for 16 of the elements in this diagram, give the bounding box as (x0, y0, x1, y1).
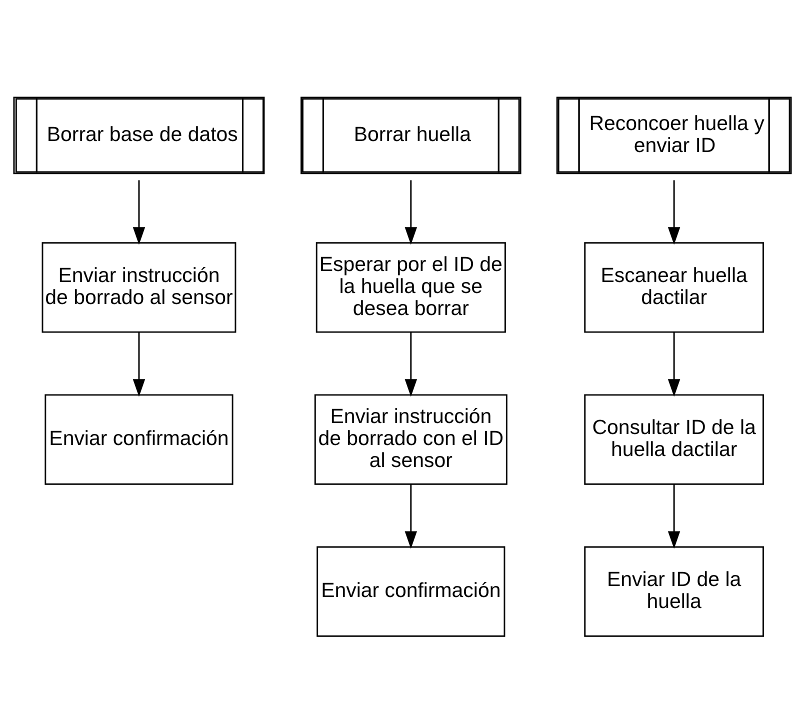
arrow (404, 180, 418, 244)
node-box: Enviar instrucción de borrado al sensor (42, 242, 236, 332)
arrow (668, 180, 680, 244)
node-box: Enviar confirmación (316, 546, 506, 636)
node-box: Esperar por el ID de la huella que se desea borrar (316, 242, 506, 332)
arrow (668, 484, 680, 548)
arrow (404, 484, 418, 548)
arrow (404, 332, 418, 396)
arrow (668, 332, 680, 396)
node-box: Enviar instrucción de borrado con el ID al sensor (314, 394, 508, 484)
arrow (132, 180, 146, 244)
arrow (132, 332, 146, 396)
node-box: Consultar ID de la huella dactilar (584, 394, 764, 484)
node-box: Enviar ID de la huella (584, 546, 764, 636)
node-box: Enviar confirmación (44, 394, 234, 484)
node-box: Escanear huella dactilar (584, 242, 764, 332)
